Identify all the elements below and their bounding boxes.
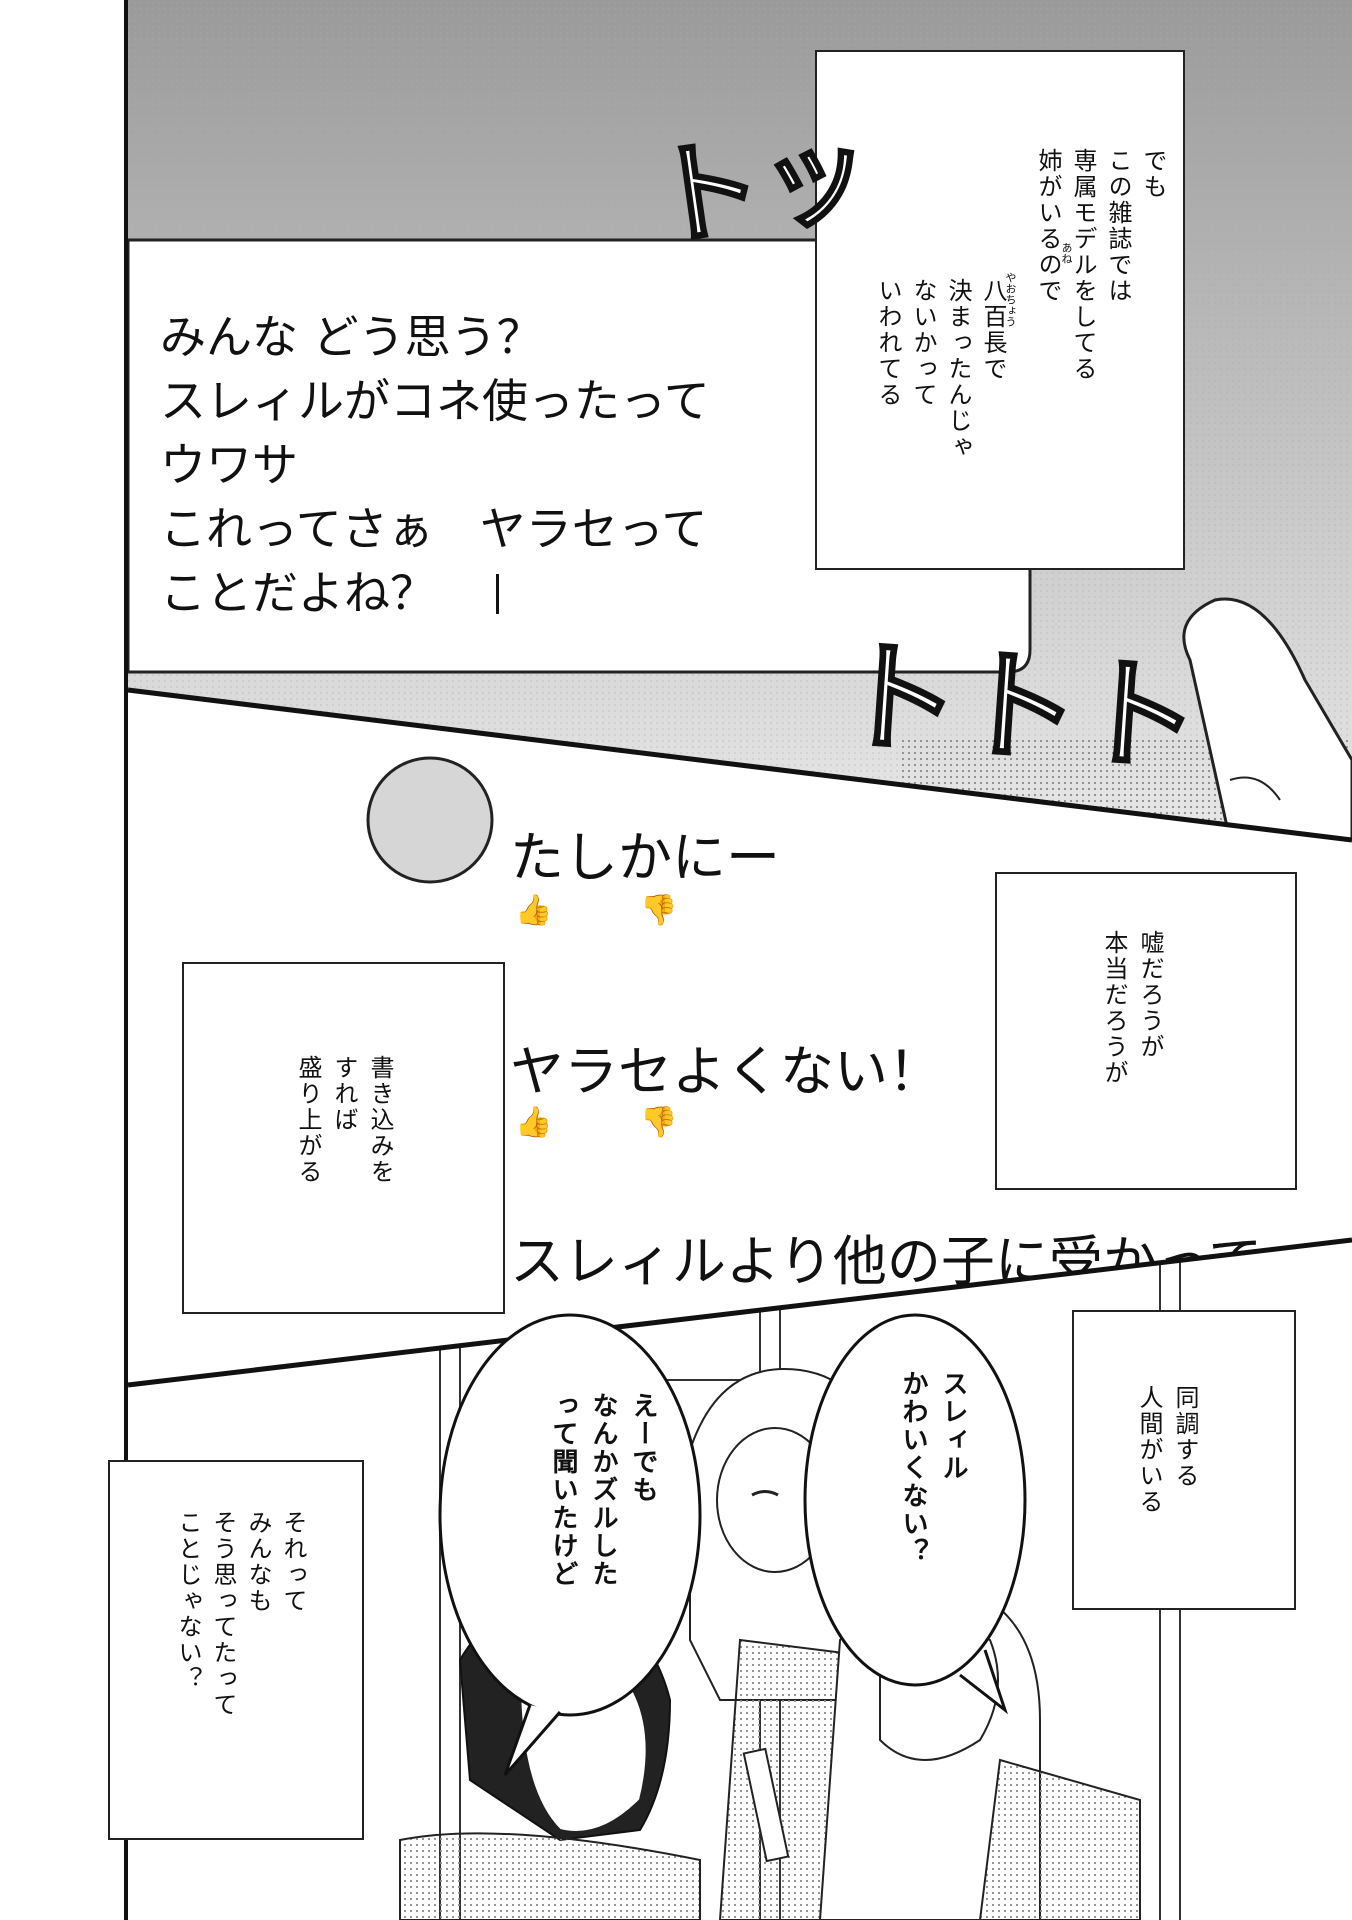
caption-box-lie — [995, 872, 1297, 1190]
caption-top-col2: この雑誌では — [1104, 148, 1132, 304]
caption-box-write — [182, 962, 505, 1314]
bubble-zuru-col3: って聞いたけど — [548, 1392, 578, 1588]
thumbs-down-icon[interactable]: 👎 — [640, 893, 678, 928]
caption-doucho-col2: 人間がいる — [1135, 1385, 1163, 1515]
caption-top-col4: 姉がいるので — [1034, 148, 1062, 304]
page-gutter — [0, 0, 128, 1920]
caption-top-col1: でも — [1139, 148, 1167, 200]
caption-top-col6: 決まったんじゃ — [944, 278, 972, 460]
thumbs-up-icon[interactable]: 👍 — [515, 893, 553, 928]
comment-1: たしかにー — [510, 826, 780, 889]
caption-top-col3: 専属モデルをしてる — [1069, 148, 1097, 382]
bubble-cute-col2: かわいくない？ — [898, 1370, 928, 1566]
ruby-ane: あね — [1060, 242, 1073, 264]
message-line-4: これってさぁ ヤラセって — [160, 502, 708, 556]
message-line-2: スレィルがコネ使ったって — [160, 374, 710, 428]
bubble-zuru-col1: えーでも — [628, 1392, 658, 1504]
thumbs-up-icon[interactable]: 👍 — [515, 1105, 553, 1140]
caption-write-col1: 書き込みを — [366, 1055, 394, 1185]
caption-sorette-col4: ことじゃない？ — [174, 1510, 202, 1692]
text-cursor — [496, 574, 499, 614]
caption-box-doucho — [1072, 1310, 1296, 1610]
caption-write-col2: すれば — [330, 1055, 358, 1133]
bubble-zuru-col2: なんかズルした — [588, 1392, 618, 1588]
bubble-cute-col1: スレィル — [938, 1370, 968, 1482]
caption-doucho-col1: 同調する — [1171, 1385, 1199, 1489]
caption-lie-col1: 嘘だろうが — [1136, 930, 1164, 1060]
caption-write-col3: 盛り上がる — [294, 1055, 322, 1185]
message-line-5: ことだよね？ — [160, 566, 436, 620]
message-line-3: ウワサ — [160, 438, 298, 492]
caption-lie-col2: 本当だろうが — [1100, 930, 1128, 1086]
caption-box-sorette — [108, 1460, 364, 1840]
thumbs-down-icon[interactable]: 👎 — [640, 1105, 678, 1140]
caption-sorette-col3: そう思ってたって — [209, 1510, 237, 1718]
sfx-tototo: トトト — [833, 625, 1205, 792]
comment-2: ヤラセよくない！ — [510, 1040, 942, 1103]
caption-top-col7: ないかって — [909, 278, 937, 408]
message-line-1: みんな どう思う？ — [160, 310, 543, 364]
caption-top-col8: いわれてる — [874, 278, 902, 408]
caption-sorette-col2: みんなも — [244, 1510, 272, 1614]
sfx-tottsu: トッ — [642, 105, 881, 265]
ruby-yaocho: やおちょう — [1004, 272, 1017, 327]
caption-sorette-col1: それって — [279, 1510, 307, 1614]
caption-box-top — [815, 50, 1185, 570]
avatar-circle — [366, 756, 494, 884]
caption-top-col5: 八百長で — [979, 278, 1007, 382]
